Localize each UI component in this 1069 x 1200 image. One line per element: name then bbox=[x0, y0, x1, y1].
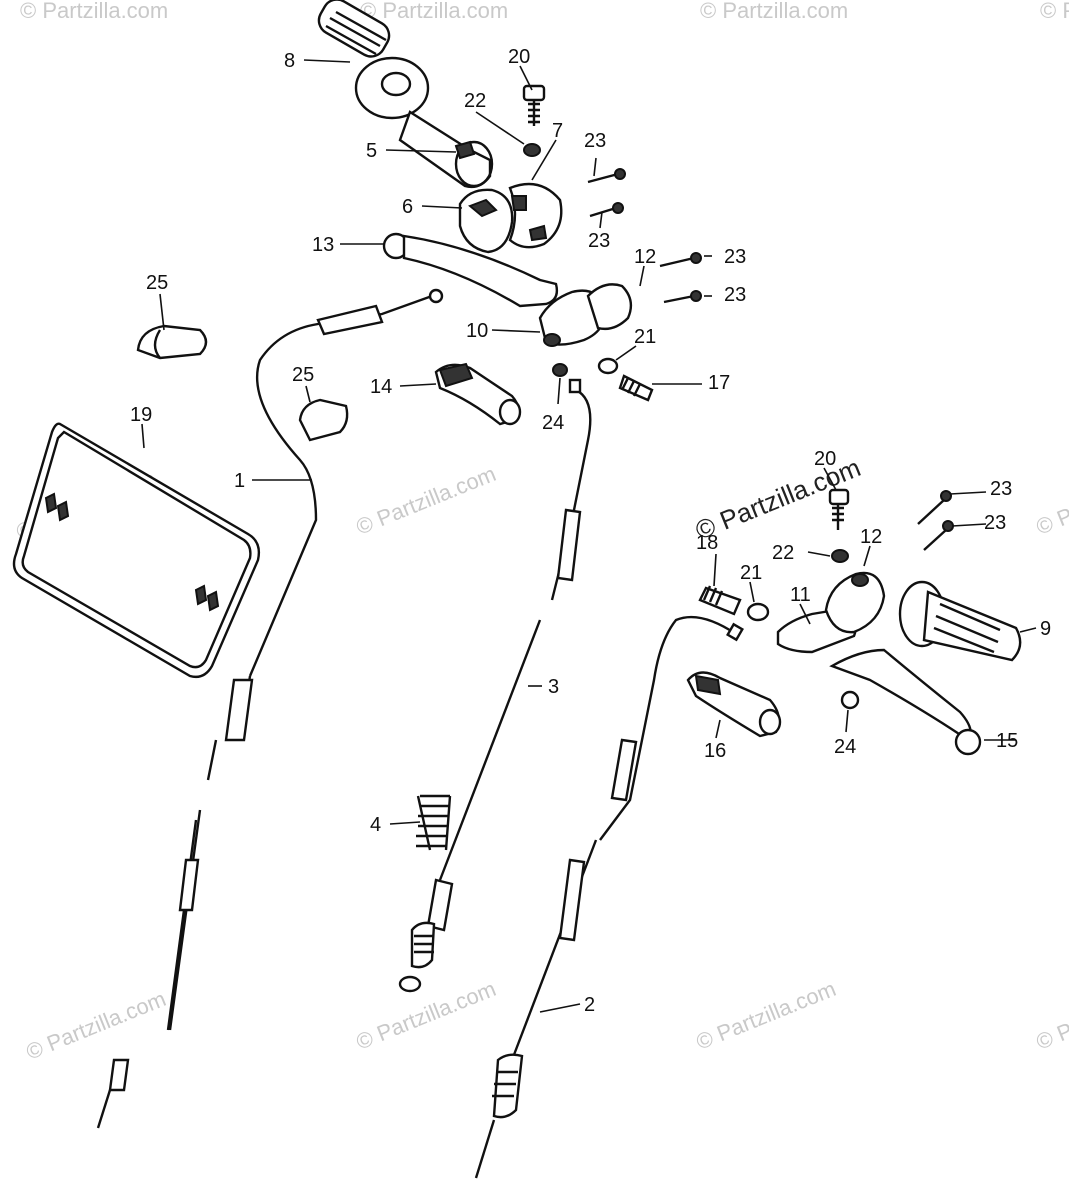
callout-5: 5 bbox=[366, 140, 377, 162]
callout-23b: 23 bbox=[588, 230, 610, 252]
part-21-nut-right bbox=[746, 602, 770, 622]
callout-layer: 1 2 3 4 5 6 7 8 9 10 11 12 12 13 14 15 1… bbox=[130, 46, 1051, 1016]
watermark: © Partzilla.com bbox=[353, 976, 500, 1055]
callout-9: 9 bbox=[1040, 618, 1051, 640]
part-15-lever-right bbox=[829, 648, 982, 756]
part-20-screw-top bbox=[522, 84, 546, 126]
callout-3: 3 bbox=[548, 676, 559, 698]
part-7-housing-lower bbox=[508, 182, 563, 249]
part-2-cable bbox=[474, 615, 744, 1179]
callout-7: 7 bbox=[552, 120, 563, 142]
part-12-clamp-right bbox=[824, 571, 886, 634]
part-19-plate bbox=[12, 422, 261, 679]
part-24-cap-right bbox=[840, 690, 860, 710]
part-8-grip bbox=[317, 0, 430, 120]
part-22-washer-top bbox=[523, 143, 541, 157]
part-24-cap-left bbox=[552, 363, 568, 377]
callout-16: 16 bbox=[704, 740, 726, 762]
callout-23d: 23 bbox=[724, 284, 746, 306]
watermark: © Partzilla.com bbox=[700, 0, 848, 23]
callout-14: 14 bbox=[370, 376, 392, 398]
callout-25a: 25 bbox=[146, 272, 168, 294]
part-23-screws bbox=[587, 168, 954, 551]
callout-23a: 23 bbox=[584, 130, 606, 152]
watermark: © Partzilla.com bbox=[693, 976, 840, 1055]
callout-4: 4 bbox=[370, 814, 381, 836]
callout-22b: 22 bbox=[772, 542, 794, 564]
part-21-nut-left bbox=[597, 357, 619, 375]
callout-20b: 20 bbox=[814, 448, 836, 470]
watermark: © Partzilla.com bbox=[1033, 976, 1069, 1055]
callout-8: 8 bbox=[284, 50, 295, 72]
part-25-clamp-b bbox=[298, 398, 349, 442]
part-5-throttle-tube bbox=[398, 110, 494, 189]
part-22-washer-right bbox=[831, 549, 849, 563]
callout-23f: 23 bbox=[984, 512, 1006, 534]
callout-17: 17 bbox=[708, 372, 730, 394]
callout-21a: 21 bbox=[634, 326, 656, 348]
callout-10: 10 bbox=[466, 320, 488, 342]
callout-12b: 12 bbox=[860, 526, 882, 548]
callout-24a: 24 bbox=[542, 412, 564, 434]
part-6-housing-upper bbox=[458, 188, 514, 254]
part-12-clamp-left bbox=[586, 283, 633, 331]
callout-23e: 23 bbox=[990, 478, 1012, 500]
callout-20a: 20 bbox=[508, 46, 530, 68]
leader-lines bbox=[141, 59, 1037, 1013]
callout-15: 15 bbox=[996, 730, 1018, 752]
part-14-switch-left bbox=[434, 362, 522, 426]
watermark: © Partzilla.com bbox=[360, 0, 508, 23]
part-25-clamp-a bbox=[136, 324, 208, 360]
part-17-adjuster-left bbox=[618, 374, 654, 402]
part-16-switch-right bbox=[686, 671, 782, 738]
callout-6: 6 bbox=[402, 196, 413, 218]
part-20-screw-right bbox=[828, 488, 850, 530]
part-18-adjuster-right bbox=[698, 585, 742, 616]
callout-21b: 21 bbox=[740, 562, 762, 584]
watermark: © Partzilla.com bbox=[23, 986, 170, 1065]
part-13-lever-left bbox=[382, 232, 559, 308]
callout-23c: 23 bbox=[724, 246, 746, 268]
part-4-spring bbox=[416, 794, 452, 851]
callout-22a: 22 bbox=[464, 90, 486, 112]
part-1-cable bbox=[96, 288, 444, 1129]
callout-24b: 24 bbox=[834, 736, 856, 758]
callout-1: 1 bbox=[234, 470, 245, 492]
watermark: © Partzilla.com bbox=[20, 0, 168, 23]
watermark: © Partzilla.com bbox=[1040, 0, 1069, 23]
part-9-grip-right bbox=[898, 580, 1022, 662]
callout-2: 2 bbox=[584, 994, 595, 1016]
callout-11: 11 bbox=[790, 584, 811, 606]
watermark: © Partzilla.com bbox=[353, 461, 500, 540]
callout-12a: 12 bbox=[634, 246, 656, 268]
part-3-cable bbox=[398, 378, 592, 993]
watermark: © Partzilla.com bbox=[1033, 461, 1069, 540]
callout-18: 18 bbox=[696, 532, 718, 554]
callout-19: 19 bbox=[130, 404, 152, 426]
callout-25b: 25 bbox=[292, 364, 314, 386]
callout-13: 13 bbox=[312, 234, 334, 256]
